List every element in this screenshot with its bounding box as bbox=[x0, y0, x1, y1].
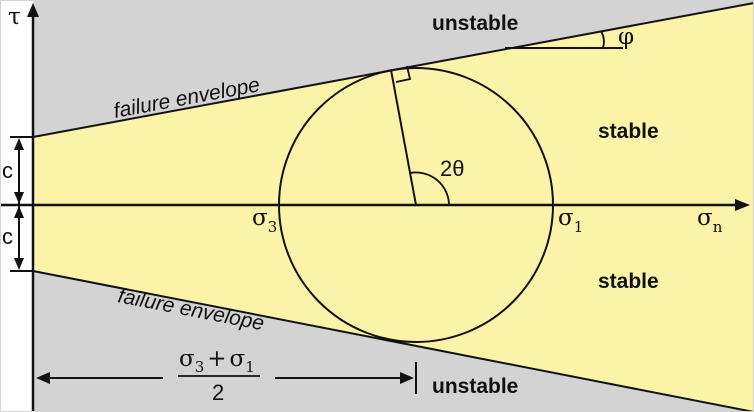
tau-axis-label: τ bbox=[8, 4, 21, 30]
cohesion-arrow-mid-up bbox=[14, 206, 24, 218]
radius-to-tangent bbox=[390, 69, 417, 206]
stable-label-bottom: stable bbox=[598, 270, 659, 293]
center-dimension-arrow-left bbox=[36, 372, 50, 384]
two-theta-arc bbox=[409, 171, 450, 206]
cohesion-label-top: c bbox=[2, 158, 13, 183]
cohesion-arrow-mid-down bbox=[14, 192, 24, 204]
sigma-n-axis-label: σn bbox=[697, 205, 723, 236]
stable-region bbox=[33, 3, 754, 412]
sigma1-label: σ1 bbox=[558, 205, 583, 236]
right-angle-marker bbox=[395, 65, 412, 83]
mohr-circle bbox=[278, 67, 554, 343]
tau-axis-arrowhead bbox=[27, 3, 39, 17]
unstable-label-bottom: unstable bbox=[432, 375, 518, 398]
phi-angle-label: φ bbox=[618, 24, 634, 50]
center-formula-denominator: 2 bbox=[212, 380, 224, 405]
sigma3-label: σ3 bbox=[252, 205, 277, 236]
failure-envelope-bottom-line bbox=[32, 270, 754, 412]
center-formula-numerator: σ3+σ1 bbox=[179, 346, 255, 376]
cohesion-arrow-up bbox=[14, 138, 24, 150]
two-theta-label: 2θ bbox=[440, 156, 464, 181]
center-dimension-arrow-right bbox=[400, 372, 414, 384]
phi-angle-arc bbox=[600, 30, 605, 49]
stable-label-top: stable bbox=[598, 120, 659, 143]
unstable-label-top: unstable bbox=[432, 12, 518, 35]
sigma-n-axis-arrowhead bbox=[735, 199, 750, 211]
cohesion-arrow-down bbox=[14, 258, 24, 270]
cohesion-label-bottom: c bbox=[2, 224, 13, 249]
